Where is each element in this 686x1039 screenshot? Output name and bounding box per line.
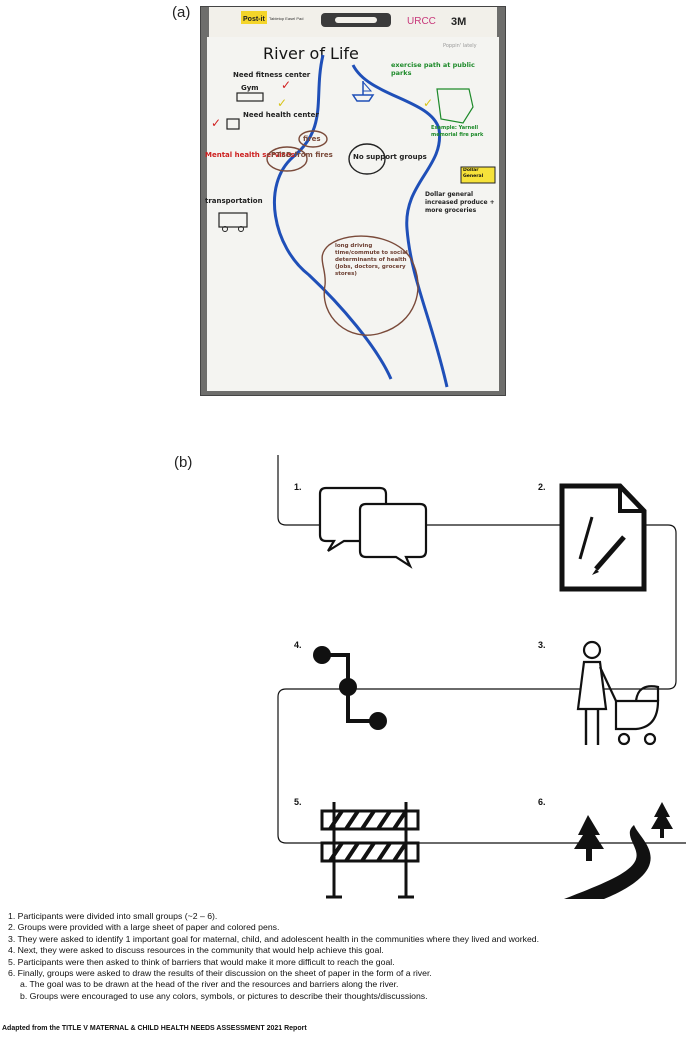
group-tag: Poppin' lately (443, 43, 477, 49)
pad-brand: Post-it (243, 16, 265, 23)
note-driving: long driving time/commute to social dete… (335, 243, 413, 278)
river-of-life-photo: Post-it Tabletop Easel Pad URCC 3M River… (200, 6, 506, 396)
step-5-number: 5. (294, 797, 302, 807)
svg-text:✓: ✓ (281, 78, 291, 92)
document-with-pen-icon (562, 486, 644, 589)
step-1-number: 1. (294, 482, 302, 492)
note-support: No support groups (353, 153, 427, 161)
legend-subitem: a. The goal was to be drawn at the head … (8, 979, 684, 990)
step-2-number: 2. (538, 482, 546, 492)
note-health-center: Need health center (243, 111, 319, 119)
legend-subitem: b. Groups were encouraged to use any col… (8, 991, 684, 1002)
svg-text:✓: ✓ (423, 96, 433, 110)
steps-legend: 1. Participants were divided into small … (8, 911, 684, 1002)
legend-item: 1. Participants were divided into small … (8, 911, 684, 922)
svg-text:✓: ✓ (277, 96, 287, 110)
svg-text:✓: ✓ (211, 116, 221, 130)
legend-item: 2. Groups were provided with a large she… (8, 922, 684, 933)
step-4-number: 4. (294, 640, 302, 650)
process-flow-diagram: 1. 2. 3. 4. 5. 6. (270, 455, 686, 905)
note-ptsd: PTSD from fires (271, 151, 333, 159)
source-credit: Adapted from the TITLE V MATERNAL & CHIL… (2, 1025, 307, 1032)
note-dollar-sign: Dollar General (463, 168, 495, 180)
legend-item: 6. Finally, groups were asked to draw th… (8, 968, 684, 979)
pad-maker: 3M (451, 16, 466, 28)
pad-subtitle: Tabletop Easel Pad (269, 16, 303, 21)
legend-item: 3. They were asked to identify 1 importa… (8, 934, 684, 945)
panel-label-a: (a) (172, 4, 190, 21)
path-nodes-icon (313, 646, 387, 730)
panel-label-b: (b) (174, 454, 192, 471)
road-barrier-icon (322, 802, 418, 897)
step-6-number: 6. (538, 797, 546, 807)
legend-item: 4. Next, they were asked to discuss reso… (8, 945, 684, 956)
note-fires: fires (303, 135, 321, 143)
note-gym: Gym (241, 84, 259, 92)
speech-bubbles-icon (320, 488, 426, 566)
note-fitness: Need fitness center (233, 71, 311, 79)
mother-with-stroller-icon (578, 642, 658, 745)
step-3-number: 3. (538, 640, 546, 650)
legend-item: 5. Participants were then asked to think… (8, 957, 684, 968)
note-dollar-general: Dollar general increased produce + more … (425, 191, 503, 215)
corner-tag: URCC (407, 16, 436, 27)
note-example: Example: Yarnell memorial fire park (431, 125, 501, 138)
chart-title: River of Life (263, 44, 359, 63)
note-exercise: exercise path at public parks (391, 61, 491, 77)
river-with-trees-icon (564, 802, 673, 899)
note-transportation: transportation (205, 197, 263, 205)
